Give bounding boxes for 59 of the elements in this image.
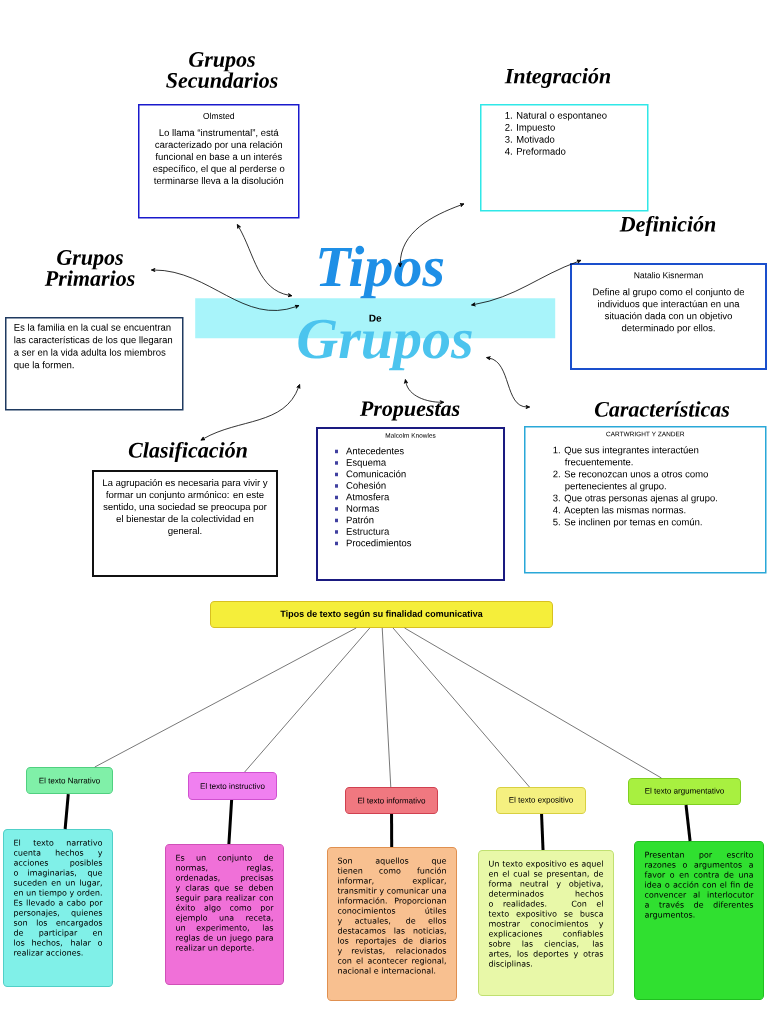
- script-heading: Grupos Secundarios: [166, 52, 278, 88]
- connector-line: [684, 804, 692, 842]
- node-label: Comunicación: [346, 470, 406, 478]
- description-box: Es un conjunto de normas, reglas, ordenadas, precisas y claras que se deben seguir para realizar con éxito algo como por ejemplo una receta, un experimento, las reglas de un juego para realizar un deporte.: [165, 844, 284, 985]
- curved-arrow: [471, 259, 582, 307]
- connector-line: [390, 814, 394, 847]
- node-label: Normas: [346, 505, 379, 512]
- curved-arrow: [404, 379, 445, 405]
- connector-line: [381, 627, 392, 788]
- text-box: Natalio Kisnerman Define al grupo como el conjunto de individuos que interactúan en una situación dada con un objetivo determinado por ellos.: [570, 263, 767, 370]
- node-label: 4. Acepten las mismas normas.: [552, 506, 686, 516]
- description-box: Un texto expositivo es aquel en el cual se presentan, de forma neutral y objetiva, determinados hechos o realidades. Con el texto expositivo se busca mostrar conocimientos y explicaciones confiables sobre las ciencias, las artes, los deportes y otras disciplinas.: [478, 850, 614, 996]
- connector-line: [227, 799, 234, 845]
- text-box: Olmsted Lo llama “instrumental”, está caracterizado por una relación funcional en base a un interés específico, el que al perderse o terminarse lleva a la disolución: [138, 104, 300, 219]
- category-box: El texto informativo: [345, 787, 438, 814]
- category-box: El texto argumentativo: [628, 778, 741, 805]
- description-box: Presentan por escrito razones o argumentos a favor o en contra de una idea o acción con el fin de convencer al interlocutor a través de diferentes argumentos.: [634, 841, 764, 1000]
- node-label: Esquema: [346, 459, 387, 468]
- connector-line: [392, 627, 530, 788]
- script-heading: Clasificación: [128, 441, 247, 463]
- connector-line: [404, 627, 662, 779]
- node-label: 4. Preformado: [504, 147, 566, 155]
- node-label: 2. Se reconozcan unos a otros como pertenecientes al grupo.: [553, 470, 708, 492]
- script-heading: Propuestas: [359, 401, 460, 421]
- script-heading: Grupos Primarios: [44, 250, 135, 286]
- connector-line: [94, 627, 357, 768]
- node-label: 3. Que otras personas ajenas al grupo.: [553, 494, 717, 504]
- connector-line: [540, 813, 545, 851]
- script-heading: Definición: [619, 215, 716, 237]
- script-heading: Características: [594, 401, 730, 417]
- text-box: 1. Natural o espontaneo 2. Impuesto 3. Motivado 4. Preformado: [480, 104, 649, 212]
- title-box: Tipos de texto según su finalidad comunicativa: [210, 601, 553, 628]
- script-heading: Integración: [504, 68, 611, 88]
- node-label: Antecedentes: [346, 447, 404, 455]
- node-label: 5. Se inclinen por temas en común.: [553, 518, 702, 528]
- text-box: La agrupación es necesaria para vivir y formar un conjunto armónico: en este sentido, una sociedad se preocupa por el bienestar de la colectividad en general.: [92, 470, 278, 577]
- category-box: El texto Narrativo: [26, 767, 113, 794]
- connector-line: [63, 793, 70, 830]
- curved-arrow: [486, 356, 531, 409]
- node-label: 1. Natural o espontaneo: [505, 111, 607, 121]
- node-label: Cohesión: [346, 481, 386, 489]
- curved-arrow: [200, 384, 301, 441]
- connector-line: [244, 627, 371, 773]
- description-box: El texto narrativo cuenta hechos y acciones posibles o imaginarias, que suceden en un lugar, en un tiempo y orden. Es llevado a cabo por personajes, quienes son los encargados de participar en los hechos, halar o realizar acciones.: [3, 829, 113, 987]
- node-label: 3. Motivado: [505, 135, 555, 143]
- curved-arrow: [236, 224, 293, 298]
- node-label: Procedimientos: [346, 539, 412, 547]
- category-box: El texto expositivo: [496, 787, 586, 814]
- node-label: Estructura: [346, 528, 390, 535]
- description-box: Son aquellos que tienen como función informar, explicar, transmitir y comunicar una información. Proporcionan conocimientos útiles y actuales, de ellos destacamos las noticias, los reportajes de diarios y revistas, relacionados con el acontecer regional, nacional e internacional.: [327, 847, 457, 1001]
- node-label: Patrón: [346, 516, 374, 524]
- node-label: Atmosfera: [346, 493, 390, 501]
- title-word: Tipos: [319, 245, 444, 299]
- category-box: El texto instructivo: [188, 772, 277, 800]
- curved-arrow: [398, 203, 465, 268]
- node-label: 2. Impuesto: [505, 124, 555, 133]
- text-box: Es la familia en la cual se encuentran las características de los que llegaran a ser en la vida adulta los miembros que la formen.: [5, 317, 184, 411]
- curved-arrow: [150, 268, 300, 311]
- node-label: 1. Que sus integrantes interactúen frecuentemente.: [553, 446, 699, 466]
